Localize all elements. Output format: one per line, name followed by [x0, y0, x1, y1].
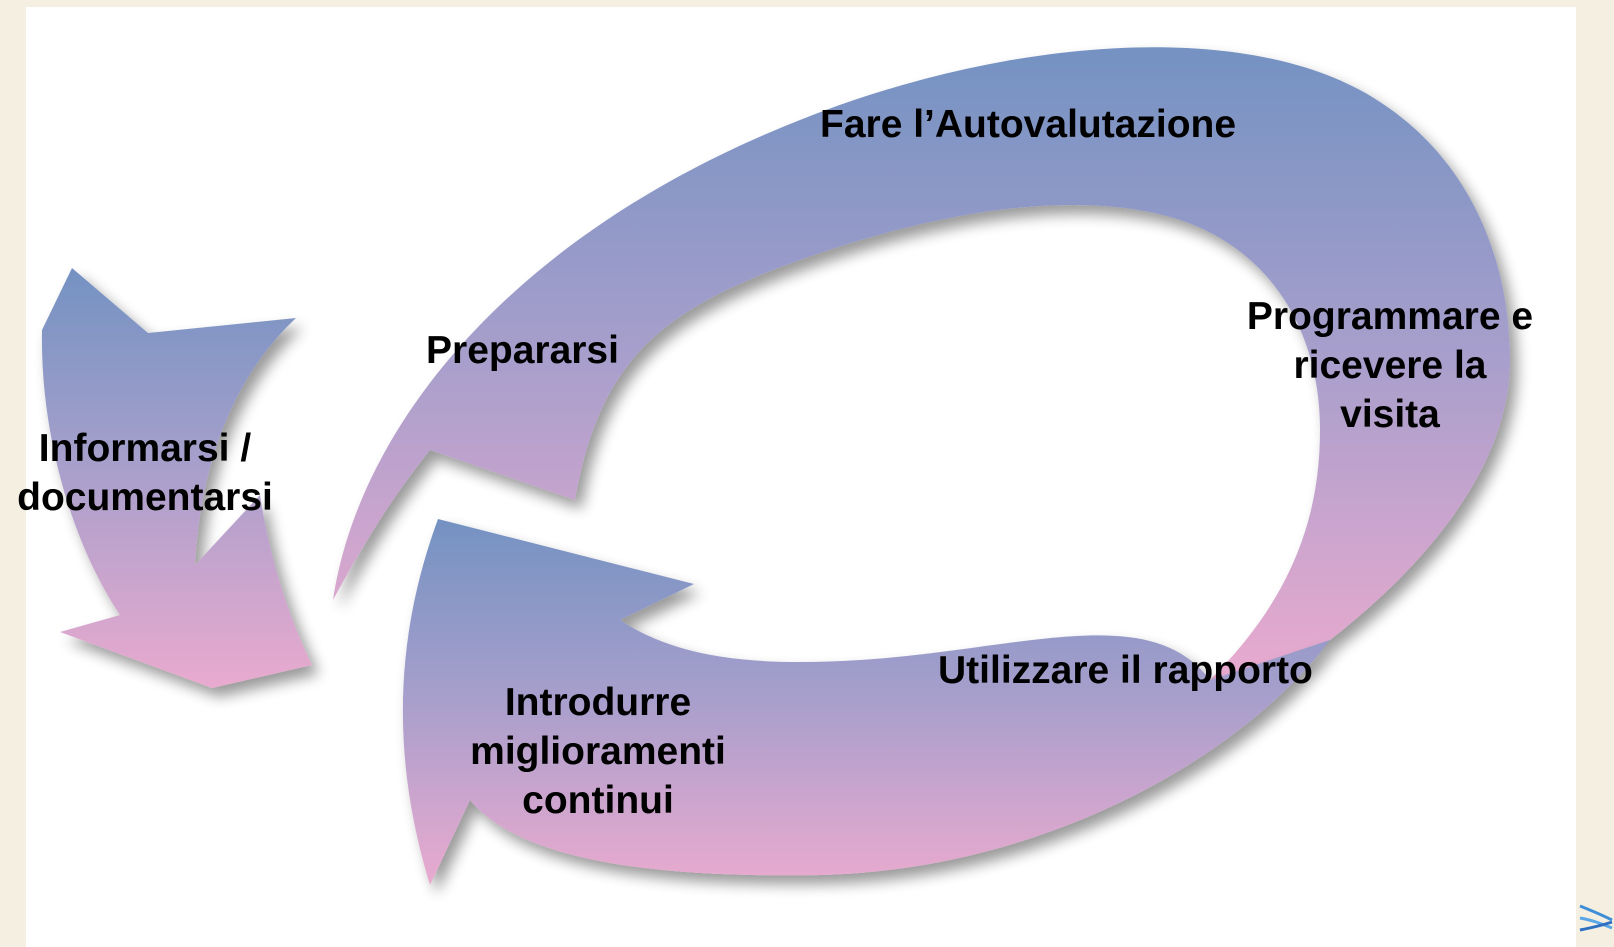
- cycle-arrow-lower: [402, 519, 1330, 885]
- step-label-introdurre-miglioramenti: Introdurre miglioramenti continui: [470, 681, 726, 822]
- intro-arrow: [41, 268, 312, 688]
- cycle-arrow-upper: [333, 47, 1510, 680]
- step-label-prepararsi: Prepararsi: [426, 329, 619, 372]
- step-label-informarsi: Informarsi / documentarsi: [17, 427, 273, 519]
- step-label-fare-autovalutazione: Fare l’Autovalutazione: [820, 103, 1237, 146]
- step-label-utilizzare-rapporto: Utilizzare il rapporto: [938, 649, 1313, 692]
- step-label-programmare-visita: Programmare e ricevere la visita: [1246, 295, 1534, 436]
- swoosh-logo-icon: [1579, 904, 1613, 932]
